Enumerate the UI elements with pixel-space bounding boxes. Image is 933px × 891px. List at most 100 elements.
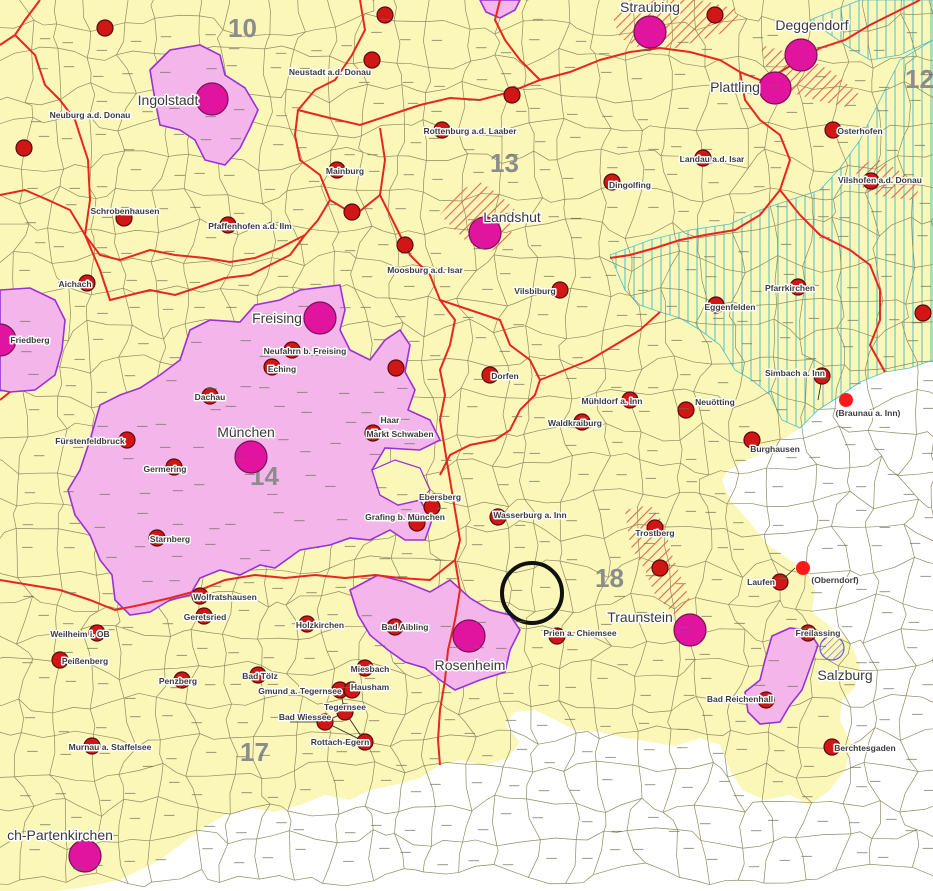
- mittelzentrum-marker[interactable]: [423, 498, 441, 516]
- oberzentrum-marker[interactable]: [195, 82, 229, 116]
- mittelzentrum-marker[interactable]: [813, 367, 831, 385]
- municipality-name-texture-mark: ▁▁▁: [73, 355, 85, 361]
- oberzentrum-marker[interactable]: [784, 38, 818, 72]
- municipal-border-segment: [464, 0, 471, 30]
- mittelzentrum-marker[interactable]: [799, 624, 817, 642]
- municipal-border-segment: [162, 763, 187, 777]
- municipality-name-texture-mark: ▁▁▁: [577, 413, 589, 419]
- municipality-name-texture-mark: ▁▁▁: [223, 171, 235, 177]
- mittelzentrum-marker[interactable]: [433, 121, 451, 139]
- mittelzentrum-marker[interactable]: [298, 615, 316, 633]
- mittelzentrum-marker[interactable]: [757, 691, 775, 709]
- foreign-centre-marker[interactable]: [839, 393, 853, 407]
- municipal-border-segment: [795, 574, 806, 610]
- mittelzentrum-marker[interactable]: [78, 274, 96, 292]
- mittelzentrum-marker[interactable]: [621, 391, 639, 409]
- mittelzentrum-marker[interactable]: [15, 139, 33, 157]
- municipal-border-segment: [529, 118, 565, 124]
- municipality-name-texture-mark: ▁▁▁: [638, 407, 650, 413]
- mittelzentrum-marker[interactable]: [824, 121, 842, 139]
- mittelzentrum-marker[interactable]: [551, 281, 569, 299]
- municipality-name-texture-mark: ▁▁▁: [336, 747, 348, 753]
- municipality-name-texture-mark: ▁▁▁: [204, 539, 216, 545]
- mittelzentrum-marker[interactable]: [364, 424, 382, 442]
- municipal-border-segment: [835, 833, 852, 871]
- municipal-border-segment: [222, 633, 258, 640]
- mittelzentrum-marker[interactable]: [386, 618, 404, 636]
- municipal-border-segment: [118, 325, 133, 358]
- mittelzentrum-marker[interactable]: [548, 627, 566, 645]
- mittelzentrum-marker[interactable]: [51, 651, 69, 669]
- mittelzentrum-marker[interactable]: [115, 209, 133, 227]
- mittelzentrum-marker[interactable]: [219, 216, 237, 234]
- municipal-border-segment: [457, 525, 467, 562]
- mittelzentrum-marker[interactable]: [173, 671, 191, 689]
- mittelzentrum-marker[interactable]: [263, 358, 281, 376]
- mittelzentrum-marker[interactable]: [603, 173, 621, 191]
- mittelzentrum-marker[interactable]: [249, 666, 267, 684]
- mittelzentrum-marker[interactable]: [408, 514, 426, 532]
- mittelzentrum-marker[interactable]: [356, 659, 374, 677]
- foreign-centre-marker[interactable]: [796, 561, 810, 575]
- oberzentrum-marker[interactable]: [673, 613, 707, 647]
- oberzentrum-marker[interactable]: [68, 839, 102, 873]
- municipal-border-segment: [679, 422, 703, 441]
- mittelzentrum-marker[interactable]: [862, 172, 880, 190]
- municipality-name-texture-mark: ▁▁▁: [271, 583, 283, 589]
- mittelzentrum-marker[interactable]: [316, 713, 334, 731]
- mittelzentrum-marker[interactable]: [677, 401, 695, 419]
- oberzentrum-marker[interactable]: [234, 440, 268, 474]
- municipal-border-segment: [337, 829, 374, 843]
- mittelzentrum-marker[interactable]: [343, 203, 361, 221]
- oberzentrum-marker[interactable]: [758, 71, 792, 105]
- mittelzentrum-marker[interactable]: [396, 236, 414, 254]
- mittelzentrum-marker[interactable]: [83, 737, 101, 755]
- mittelzentrum-marker[interactable]: [356, 733, 374, 751]
- mittelzentrum-marker[interactable]: [328, 161, 346, 179]
- municipal-border-segment: [230, 736, 254, 739]
- mittelzentrum-marker[interactable]: [646, 519, 664, 537]
- mittelzentrum-marker[interactable]: [573, 413, 591, 431]
- place-label: Bad Reichenhall: [707, 694, 773, 704]
- mittelzentrum-marker[interactable]: [743, 431, 761, 449]
- mittelzentrum-marker[interactable]: [503, 86, 521, 104]
- mittelzentrum-marker[interactable]: [914, 304, 932, 322]
- mittelzentrum-marker[interactable]: [191, 587, 209, 605]
- oberzentrum-marker[interactable]: [303, 301, 337, 335]
- mittelzentrum-marker[interactable]: [336, 703, 354, 721]
- mittelzentrum-marker[interactable]: [165, 458, 183, 476]
- mittelzentrum-marker[interactable]: [651, 559, 669, 577]
- municipal-border-segment: [493, 325, 526, 333]
- oberzentrum-marker[interactable]: [452, 619, 486, 653]
- mittelzentrum-marker[interactable]: [376, 6, 394, 24]
- place-label: Pfarrkirchen: [765, 283, 815, 293]
- mittelzentrum-marker[interactable]: [96, 19, 114, 37]
- mittelzentrum-marker[interactable]: [489, 508, 507, 526]
- oberzentrum-marker[interactable]: [468, 216, 502, 250]
- mittelzentrum-marker[interactable]: [283, 341, 301, 359]
- mittelzentrum-marker[interactable]: [694, 149, 712, 167]
- mittelzentrum-marker[interactable]: [118, 431, 136, 449]
- mittelzentrum-marker[interactable]: [148, 529, 166, 547]
- mittelzentrum-marker[interactable]: [201, 387, 219, 405]
- mittelzentrum-marker[interactable]: [789, 278, 807, 296]
- highlight-circle[interactable]: [500, 561, 564, 625]
- mittelzentrum-marker[interactable]: [771, 573, 789, 591]
- mittelzentrum-marker[interactable]: [363, 51, 381, 69]
- mittelzentrum-marker[interactable]: [387, 359, 405, 377]
- mittelzentrum-marker[interactable]: [343, 681, 361, 699]
- oberzentrum-marker[interactable]: [633, 15, 667, 49]
- municipal-border-segment: [872, 55, 917, 69]
- mittelzentrum-marker[interactable]: [481, 366, 499, 384]
- municipal-border-segment: [394, 811, 400, 834]
- oberzentrum-marker[interactable]: [0, 323, 17, 357]
- municipal-border-segment: [154, 697, 161, 741]
- municipality-name-texture-mark: ▁▁▁: [847, 316, 859, 322]
- mittelzentrum-marker[interactable]: [195, 607, 213, 625]
- municipality-name-texture-mark: ▁▁▁: [530, 513, 542, 519]
- mittelzentrum-marker[interactable]: [706, 6, 724, 24]
- mittelzentrum-marker[interactable]: [707, 296, 725, 314]
- mittelzentrum-marker[interactable]: [88, 624, 106, 642]
- mittelzentrum-marker[interactable]: [823, 738, 841, 756]
